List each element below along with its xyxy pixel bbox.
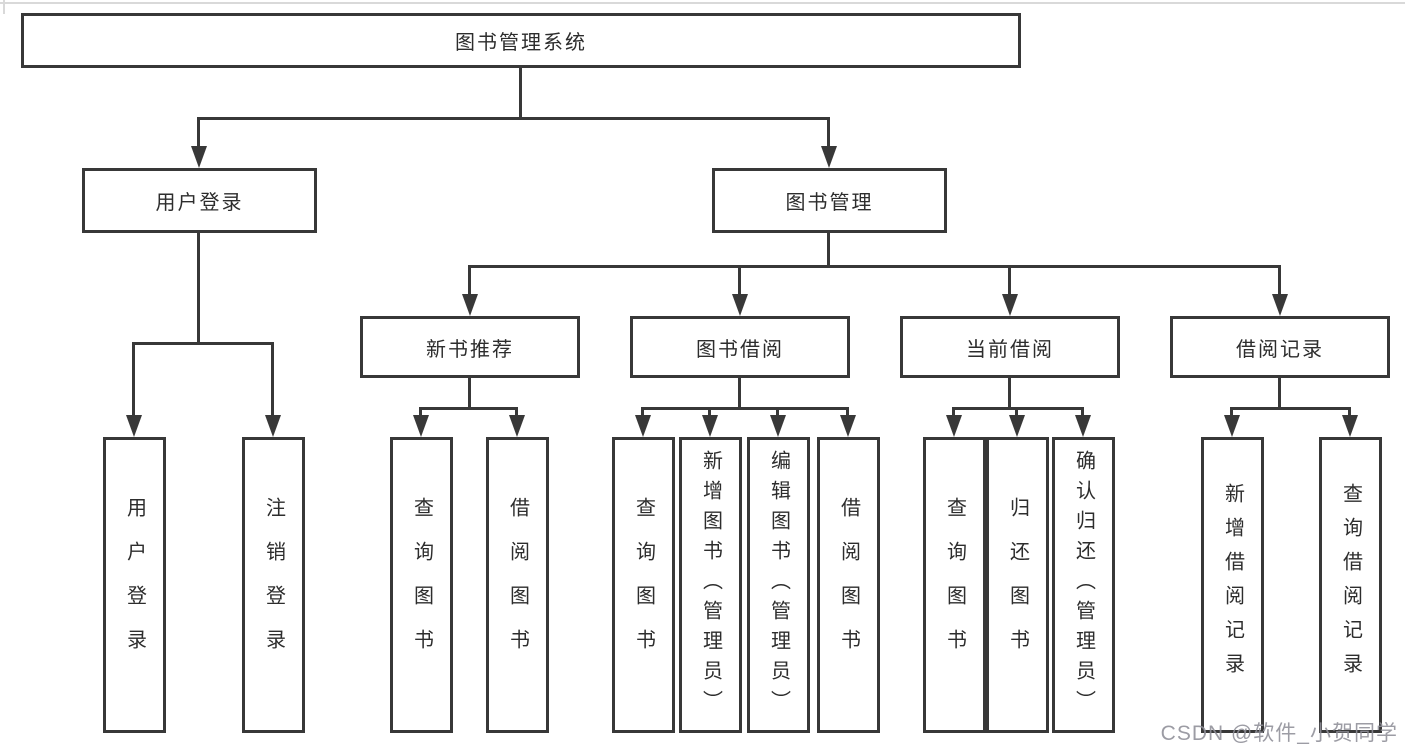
arrow-down-icon <box>191 146 207 168</box>
connector-line <box>738 265 741 294</box>
connector-line <box>643 407 849 410</box>
arrow-down-icon <box>1342 415 1358 437</box>
connector-line <box>197 233 200 342</box>
leaf-recommend-query-books: 查询图书 <box>390 437 453 733</box>
node-book-management: 图书管理 <box>712 168 947 233</box>
connector-line <box>1015 407 1018 415</box>
arrow-down-icon <box>1075 415 1091 437</box>
csdn-watermark: CSDN @软件_小贺同学 <box>1160 722 1398 745</box>
leaf-recommend-borrow-books-label: 借阅图书 <box>506 497 529 673</box>
leaf-records-add-record-label: 新增借阅记录 <box>1221 483 1244 687</box>
connector-line <box>776 407 779 415</box>
connector-line <box>197 117 200 146</box>
leaf-logout: 注销登录 <box>242 437 305 733</box>
connector-line <box>134 342 274 345</box>
connector-line <box>515 407 518 415</box>
connector-line <box>1008 265 1011 294</box>
connector-line <box>952 407 955 415</box>
leaf-user-login: 用户登录 <box>103 437 166 733</box>
leaf-current-return-books-label: 归还图书 <box>1006 497 1029 673</box>
arrow-down-icon <box>413 415 429 437</box>
arrow-down-icon <box>635 415 651 437</box>
leaf-records-query-record-label: 查询借阅记录 <box>1339 483 1362 687</box>
node-borrowing-records: 借阅记录 <box>1170 316 1390 378</box>
connector-line <box>827 233 830 265</box>
image-edge-line <box>0 2 1405 4</box>
leaf-borrowing-query-books-label: 查询图书 <box>632 497 655 673</box>
connector-line <box>468 378 471 407</box>
connector-line <box>846 407 849 415</box>
leaf-borrowing-borrow-books-label: 借阅图书 <box>837 497 860 673</box>
arrow-down-icon <box>1009 415 1025 437</box>
connector-line <box>1348 407 1351 415</box>
node-current-borrowing-label: 当前借阅 <box>966 338 1054 361</box>
connector-line <box>1278 265 1281 294</box>
leaf-borrowing-edit-books-admin-label: 编辑图书（管理员） <box>767 450 790 720</box>
arrow-down-icon <box>946 415 962 437</box>
connector-line <box>1278 378 1281 407</box>
arrow-down-icon <box>126 415 142 437</box>
arrow-down-icon <box>509 415 525 437</box>
leaf-records-query-record: 查询借阅记录 <box>1319 437 1382 733</box>
arrow-down-icon <box>702 415 718 437</box>
node-book-borrowing: 图书借阅 <box>630 316 850 378</box>
connector-line <box>1232 407 1351 410</box>
leaf-current-confirm-return-admin: 确认归还（管理员） <box>1052 437 1115 733</box>
connector-line <box>468 265 471 294</box>
connector-line <box>519 68 522 117</box>
connector-line <box>1008 378 1011 407</box>
connector-line <box>271 342 274 415</box>
connector-line <box>708 407 711 415</box>
node-borrowing-records-label: 借阅记录 <box>1236 338 1324 361</box>
leaf-borrowing-add-books-admin: 新增图书（管理员） <box>679 437 742 733</box>
leaf-records-add-record: 新增借阅记录 <box>1201 437 1264 733</box>
leaf-borrowing-borrow-books: 借阅图书 <box>817 437 880 733</box>
leaf-borrowing-add-books-admin-label: 新增图书（管理员） <box>699 450 722 720</box>
leaf-recommend-borrow-books: 借阅图书 <box>486 437 549 733</box>
leaf-logout-label: 注销登录 <box>262 497 285 673</box>
node-user-login-label: 用户登录 <box>155 192 244 214</box>
arrow-down-icon <box>1002 294 1018 316</box>
node-book-borrowing-label: 图书借阅 <box>696 338 784 361</box>
leaf-current-query-books: 查询图书 <box>923 437 986 733</box>
arrow-down-icon <box>821 146 837 168</box>
node-new-book-recommend: 新书推荐 <box>360 316 580 378</box>
arrow-down-icon <box>1272 294 1288 316</box>
leaf-current-return-books: 归还图书 <box>986 437 1049 733</box>
arrow-down-icon <box>770 415 786 437</box>
arrow-down-icon <box>1224 415 1240 437</box>
arrow-down-icon <box>462 294 478 316</box>
connector-line <box>132 342 135 415</box>
node-current-borrowing: 当前借阅 <box>900 316 1120 378</box>
arrow-down-icon <box>732 294 748 316</box>
connector-line <box>827 117 830 146</box>
node-user-login: 用户登录 <box>82 168 317 233</box>
node-root-label: 图书管理系统 <box>455 32 587 54</box>
leaf-recommend-query-books-label: 查询图书 <box>410 497 433 673</box>
connector-line <box>421 407 518 410</box>
connector-line <box>419 407 422 415</box>
node-root-library-system: 图书管理系统 <box>21 13 1021 68</box>
connector-line <box>1081 407 1084 415</box>
leaf-borrowing-query-books: 查询图书 <box>612 437 675 733</box>
leaf-current-confirm-return-admin-label: 确认归还（管理员） <box>1072 450 1095 720</box>
node-book-management-label: 图书管理 <box>785 192 874 214</box>
leaf-user-login-label: 用户登录 <box>123 497 146 673</box>
node-new-book-recommend-label: 新书推荐 <box>426 338 514 361</box>
arrow-down-icon <box>840 415 856 437</box>
leaf-borrowing-edit-books-admin: 编辑图书（管理员） <box>747 437 810 733</box>
leaf-current-query-books-label: 查询图书 <box>943 497 966 673</box>
connector-line <box>1230 407 1233 415</box>
connector-line <box>470 265 1281 268</box>
connector-line <box>199 117 830 120</box>
connector-line <box>738 378 741 407</box>
image-edge-line <box>3 0 5 14</box>
connector-line <box>954 407 1084 410</box>
connector-line <box>641 407 644 415</box>
arrow-down-icon <box>265 415 281 437</box>
